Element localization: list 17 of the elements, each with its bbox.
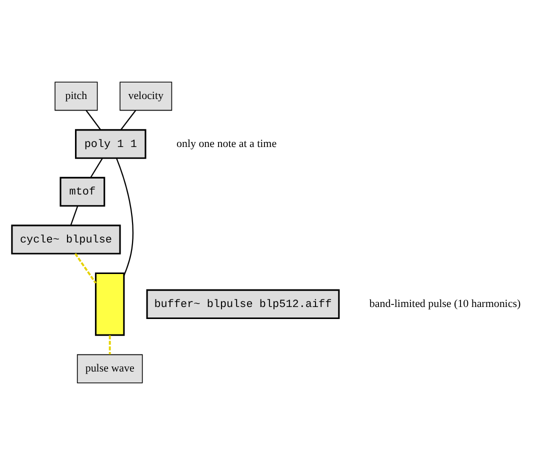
connector — [90, 157, 103, 178]
connector — [86, 110, 102, 130]
node-label: only one note at a time — [176, 137, 277, 150]
connector — [120, 110, 136, 130]
node-box: buffer~ blpulse blp512.aiff — [146, 288, 340, 319]
node-box: mtof — [60, 176, 106, 206]
node-box: pitch — [54, 81, 98, 110]
node-box: cycle~ blpulse — [11, 224, 121, 254]
connector — [116, 158, 134, 276]
node-label: band-limited pulse (10 harmonics) — [369, 298, 521, 310]
node-box: poly 1 1 — [75, 128, 146, 158]
connector — [74, 252, 97, 284]
node-box: pulse wave — [76, 354, 143, 383]
node-bar — [94, 272, 125, 336]
node-box: velocity — [120, 81, 172, 110]
connector — [108, 334, 111, 354]
connector — [70, 205, 78, 225]
